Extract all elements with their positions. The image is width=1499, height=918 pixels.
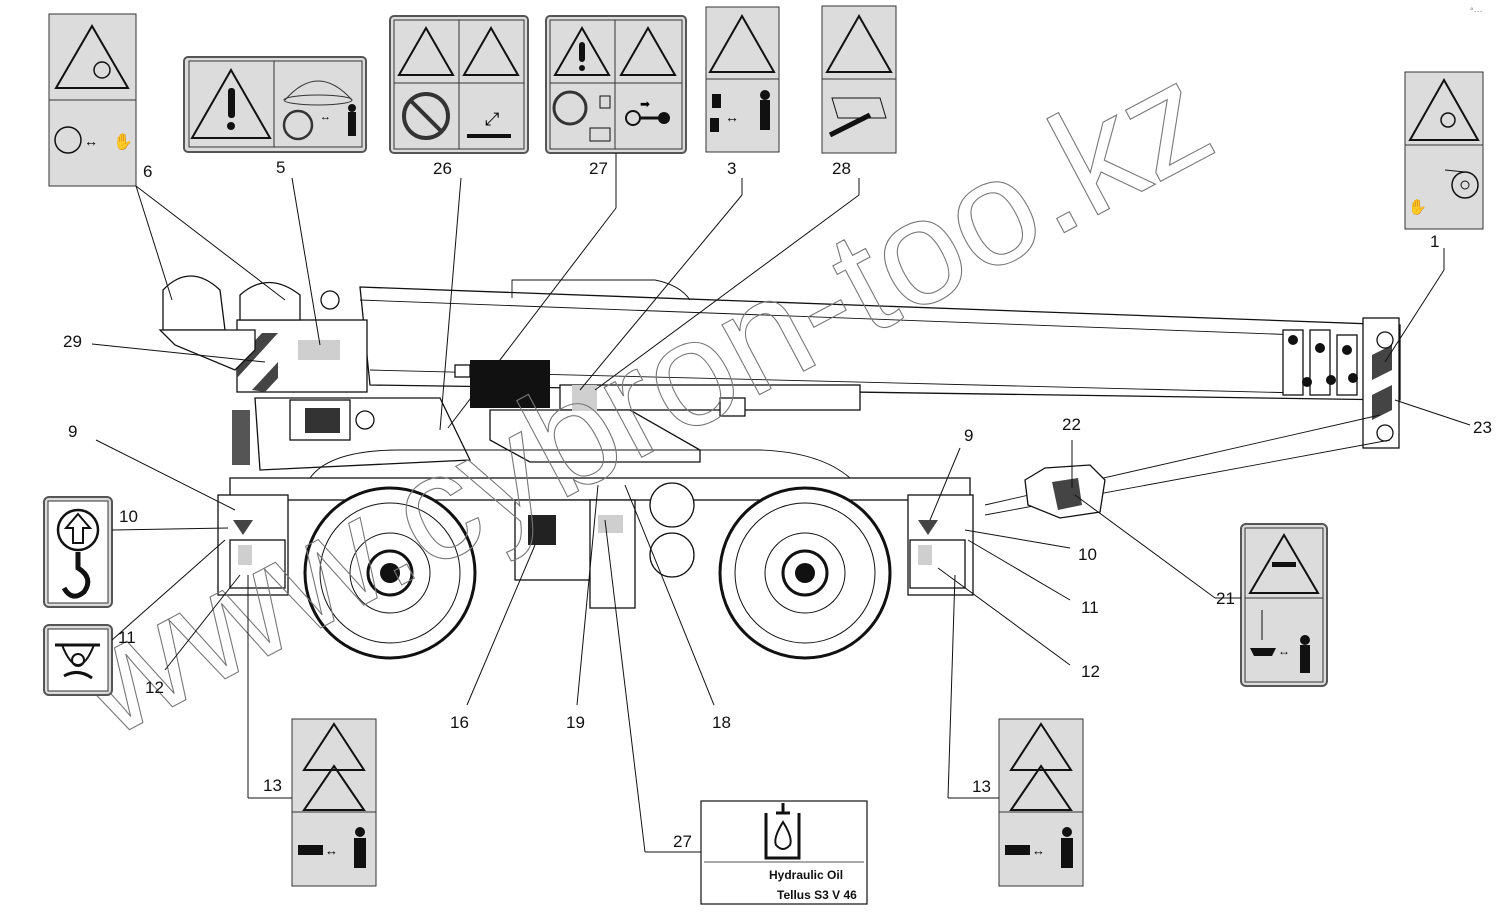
winch-2 (239, 282, 301, 321)
no-entry-hand-icon (282, 109, 314, 141)
keep-away-arrow-icon: ↔ (725, 109, 739, 125)
person-icon (348, 112, 356, 136)
decal-27-hydraulic-oil: Hydraulic Oil Tellus S3 V 46 (700, 800, 868, 905)
outrigger-triangle-icon (1009, 764, 1073, 811)
warning-triangle-icon (54, 24, 130, 89)
callout-21: 21 (1216, 589, 1235, 608)
callout-19: 19 (566, 713, 585, 732)
keep-away-arrow-icon: ↔ (1278, 644, 1290, 658)
oil-drop-icon (774, 820, 792, 850)
decal-5: ↔ (183, 56, 367, 153)
callout-29: 29 (63, 332, 82, 351)
rear-wheel (718, 486, 892, 660)
exclamation-triangle-icon (553, 25, 611, 76)
burn-hazard-triangle-icon (462, 25, 520, 76)
front-wheel (303, 486, 477, 660)
person-icon (760, 100, 770, 130)
callout-3: 3 (727, 159, 736, 178)
person-icon (354, 838, 366, 868)
decal-10 (43, 496, 113, 608)
callout-1: 1 (1430, 232, 1439, 251)
callout-27-bottom: 27 (673, 832, 692, 851)
callout-28: 28 (832, 159, 851, 178)
decal-13-right: ↔ (998, 718, 1084, 887)
decal-11 (43, 624, 113, 696)
callout-12-left: 12 (145, 678, 164, 697)
callout-23: 23 (1473, 418, 1492, 437)
hook-icon (61, 552, 91, 599)
decal-27-safety: ➡ (545, 15, 687, 154)
callout-27-top: 27 (589, 159, 608, 178)
person-icon (1300, 645, 1310, 673)
lift-cylinder (559, 384, 861, 411)
corner-mark: °··· (1470, 6, 1483, 16)
arrow-right-icon: ➡ (640, 97, 650, 111)
decal-28 (821, 5, 897, 154)
hand-icon: ✋ (113, 132, 133, 151)
decal-21: ↔ (1240, 523, 1328, 687)
winch-drum-icon (54, 126, 82, 154)
exclamation-triangle-icon (190, 67, 272, 139)
leader-lines (91, 153, 1471, 853)
up-arrow-circle-icon (56, 508, 100, 552)
callout-13-left: 13 (263, 776, 282, 795)
turret (489, 409, 701, 463)
keep-away-arrow-icon: ↔ (325, 843, 338, 858)
callout-10-right: 10 (1078, 545, 1097, 564)
prohibition-icon (402, 92, 450, 140)
hydraulic-reservoir-icon (764, 813, 801, 860)
manual-book-icon (589, 127, 611, 142)
injection-triangle-icon (825, 13, 893, 73)
person-icon (1061, 838, 1073, 868)
callout-9-left: 9 (68, 422, 77, 441)
entanglement-triangle-icon (619, 25, 677, 76)
callout-22: 22 (1062, 415, 1081, 434)
swing-radius-icon (284, 80, 353, 101)
hand-icon: ✋ (1408, 198, 1427, 216)
winch-1 (162, 275, 226, 331)
hot-surface-triangle-icon (397, 25, 455, 76)
decal-6: ↔ ✋ (48, 13, 137, 187)
diagonal-arrow-icon: ⤢ (485, 109, 500, 129)
radiator (470, 360, 550, 408)
decal-3: ↔ (705, 6, 780, 153)
crush-hazard-triangle-icon (302, 722, 366, 771)
no-touch-icon (552, 90, 588, 126)
outrigger-icon (298, 845, 323, 855)
crush-hazard-triangle-icon (1009, 722, 1073, 771)
rotating-parts-triangle-icon (1408, 77, 1480, 141)
oil-spec: Tellus S3 V 46 (777, 888, 857, 902)
tank-2 (649, 532, 695, 578)
callout-9-right: 9 (964, 426, 973, 445)
decal-26: ⤢ (389, 15, 529, 154)
callout-12-right: 12 (1081, 662, 1100, 681)
keep-away-arrow-icon: ↔ (320, 111, 331, 123)
callout-11-left: 11 (118, 628, 136, 647)
decal-1: ✋ (1404, 71, 1484, 230)
crush-triangle-icon (708, 13, 776, 73)
callout-5: 5 (276, 158, 285, 177)
tank-1 (649, 482, 695, 528)
callout-13-right: 13 (972, 777, 991, 796)
callout-26: 26 (433, 159, 452, 178)
decal-13-left: ↔ (291, 718, 377, 887)
callout-numbers: 6 5 26 27 3 28 1 29 9 9 22 23 10 10 11 1… (63, 158, 1492, 851)
keep-away-arrow-icon: ↔ (84, 133, 98, 149)
hot-surface-icon (467, 134, 511, 138)
outrigger-icon (1005, 845, 1030, 855)
callout-11-right: 11 (1081, 598, 1099, 617)
oil-label: Hydraulic Oil (769, 868, 843, 882)
callout-18: 18 (712, 713, 731, 732)
outrigger-triangle-icon (302, 764, 366, 811)
lock-icon (599, 95, 611, 109)
callout-16: 16 (450, 713, 469, 732)
drum-icon (93, 61, 111, 79)
callout-6: 6 (143, 162, 152, 181)
callout-10-left: 10 (119, 507, 138, 526)
falling-load-triangle-icon (1248, 533, 1320, 594)
keep-away-arrow-icon: ↔ (1032, 843, 1045, 858)
